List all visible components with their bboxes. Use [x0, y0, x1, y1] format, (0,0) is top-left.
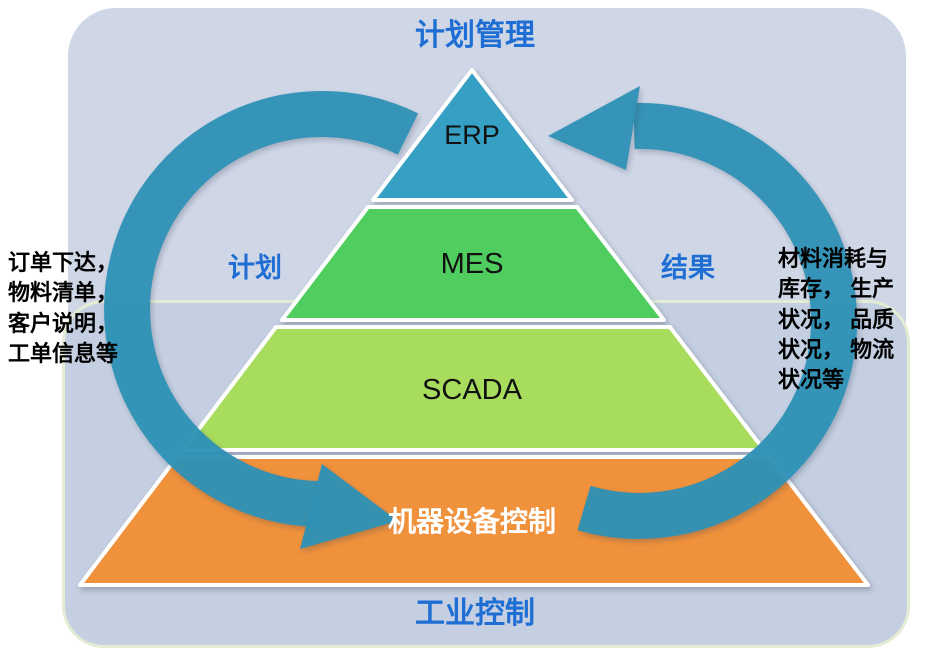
- cycle-arrow-left-head-icon: [300, 464, 398, 549]
- cycle-arrow-right-head-icon: [548, 86, 640, 170]
- cycle-label-result: 结果: [661, 253, 715, 283]
- pyramid-label-mes: MES: [440, 248, 504, 280]
- cycle-label-plan: 计划: [228, 253, 282, 283]
- cycle-arrow-right-arc: [577, 102, 858, 539]
- bottom-title: 工业控制: [415, 597, 535, 630]
- cycle-arrow-left-arc: [104, 91, 419, 527]
- pyramid-layer-erp: [371, 68, 574, 202]
- annotation-left-inputs: 订单下达， 物料清单， 客户说明， 工单信息等: [8, 250, 119, 367]
- top-title: 计划管理: [415, 19, 535, 52]
- pyramid-label-scada: SCADA: [422, 374, 522, 406]
- pyramid-layer-mes: [280, 205, 666, 322]
- pyramid-label-erp: ERP: [444, 120, 500, 150]
- annotation-right-outputs: 材料消耗与 库存， 生产 状况， 品质 状况， 物流 状况等: [778, 246, 895, 393]
- pyramid-label-machine-control: 机器设备控制: [387, 506, 556, 537]
